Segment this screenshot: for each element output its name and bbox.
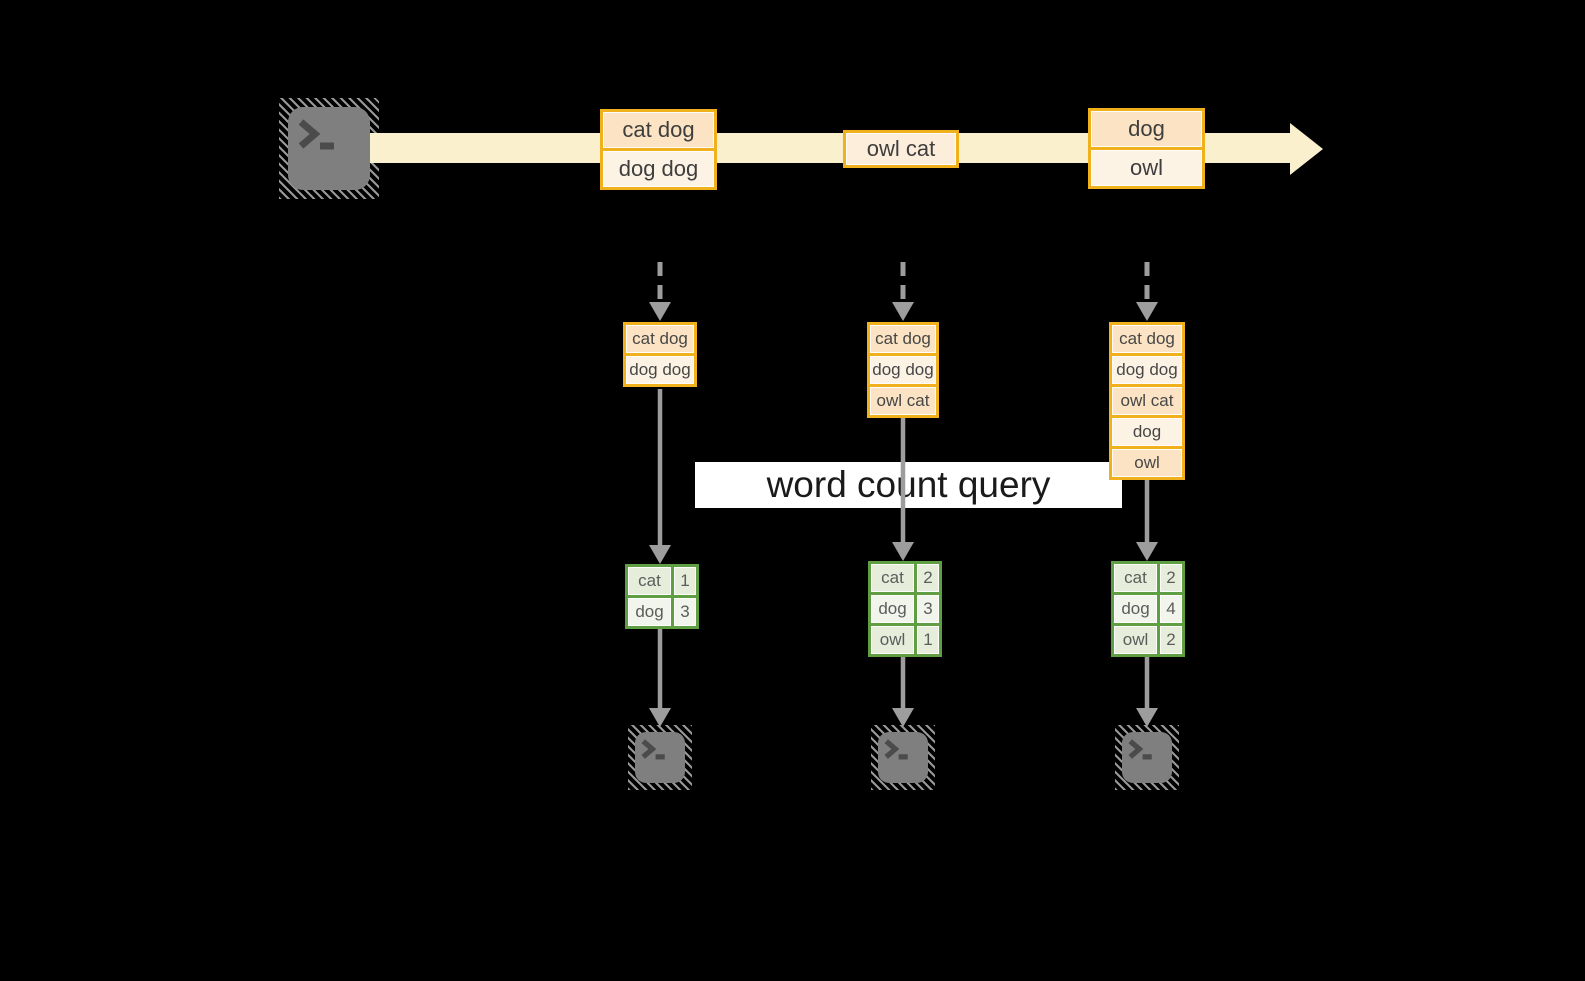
count-row: cat 2 — [1114, 564, 1182, 592]
terminal-prompt-glyph — [884, 739, 908, 760]
buffer-record: dog dog — [870, 356, 936, 384]
stream-event-box-2: owl cat — [843, 130, 959, 168]
event-record: dog dog — [603, 151, 714, 187]
count-value: 4 — [1160, 595, 1182, 623]
buffer-stack-1: cat dog dog dog — [623, 322, 697, 387]
buffer-record: cat dog — [1112, 325, 1182, 353]
count-value: 1 — [917, 626, 939, 654]
count-word: owl — [1114, 626, 1157, 654]
count-word: cat — [871, 564, 914, 592]
count-word: dog — [871, 595, 914, 623]
count-word: dog — [628, 598, 671, 626]
source-terminal-icon — [279, 98, 379, 199]
terminal-prompt-glyph — [1128, 739, 1152, 760]
buffer-record: owl cat — [1112, 387, 1182, 415]
count-row: cat 1 — [628, 567, 696, 595]
count-word: cat — [1114, 564, 1157, 592]
buffer-record: owl cat — [870, 387, 936, 415]
event-record: owl cat — [846, 133, 956, 165]
sink-terminal-icon-1 — [628, 725, 692, 790]
count-row: dog 4 — [1114, 595, 1182, 623]
count-word: cat — [628, 567, 671, 595]
event-record: dog — [1091, 111, 1202, 147]
terminal-prompt-glyph — [641, 739, 665, 760]
count-word: owl — [871, 626, 914, 654]
count-table-1: cat 1 dog 3 — [625, 564, 699, 629]
buffer-record: dog — [1112, 418, 1182, 446]
count-row: owl 2 — [1114, 626, 1182, 654]
sink-terminal-icon-2 — [871, 725, 935, 790]
terminal-prompt-glyph — [298, 119, 334, 150]
stream-event-box-1: cat dog dog dog — [600, 109, 717, 190]
count-row: dog 3 — [871, 595, 939, 623]
event-record: cat dog — [603, 112, 714, 148]
count-value: 2 — [1160, 564, 1182, 592]
query-banner-label: word count query — [766, 464, 1051, 505]
count-value: 3 — [674, 598, 696, 626]
count-row: owl 1 — [871, 626, 939, 654]
buffer-record: cat dog — [626, 325, 694, 353]
stream-event-box-3: dog owl — [1088, 108, 1205, 189]
stream-arrowhead-icon — [1290, 123, 1323, 175]
buffer-stack-3: cat dog dog dog owl cat dog owl — [1109, 322, 1185, 480]
count-value: 2 — [1160, 626, 1182, 654]
count-row: cat 2 — [871, 564, 939, 592]
buffer-record: owl — [1112, 449, 1182, 477]
count-value: 3 — [917, 595, 939, 623]
count-table-3: cat 2 dog 4 owl 2 — [1111, 561, 1185, 657]
event-record: owl — [1091, 150, 1202, 186]
buffer-record: cat dog — [870, 325, 936, 353]
buffer-record: dog dog — [1112, 356, 1182, 384]
buffer-record: dog dog — [626, 356, 694, 384]
count-table-2: cat 2 dog 3 owl 1 — [868, 561, 942, 657]
sink-terminal-icon-3 — [1115, 725, 1179, 790]
query-banner: word count query — [695, 462, 1122, 508]
count-word: dog — [1114, 595, 1157, 623]
count-row: dog 3 — [628, 598, 696, 626]
count-value: 1 — [674, 567, 696, 595]
buffer-stack-2: cat dog dog dog owl cat — [867, 322, 939, 418]
count-value: 2 — [917, 564, 939, 592]
